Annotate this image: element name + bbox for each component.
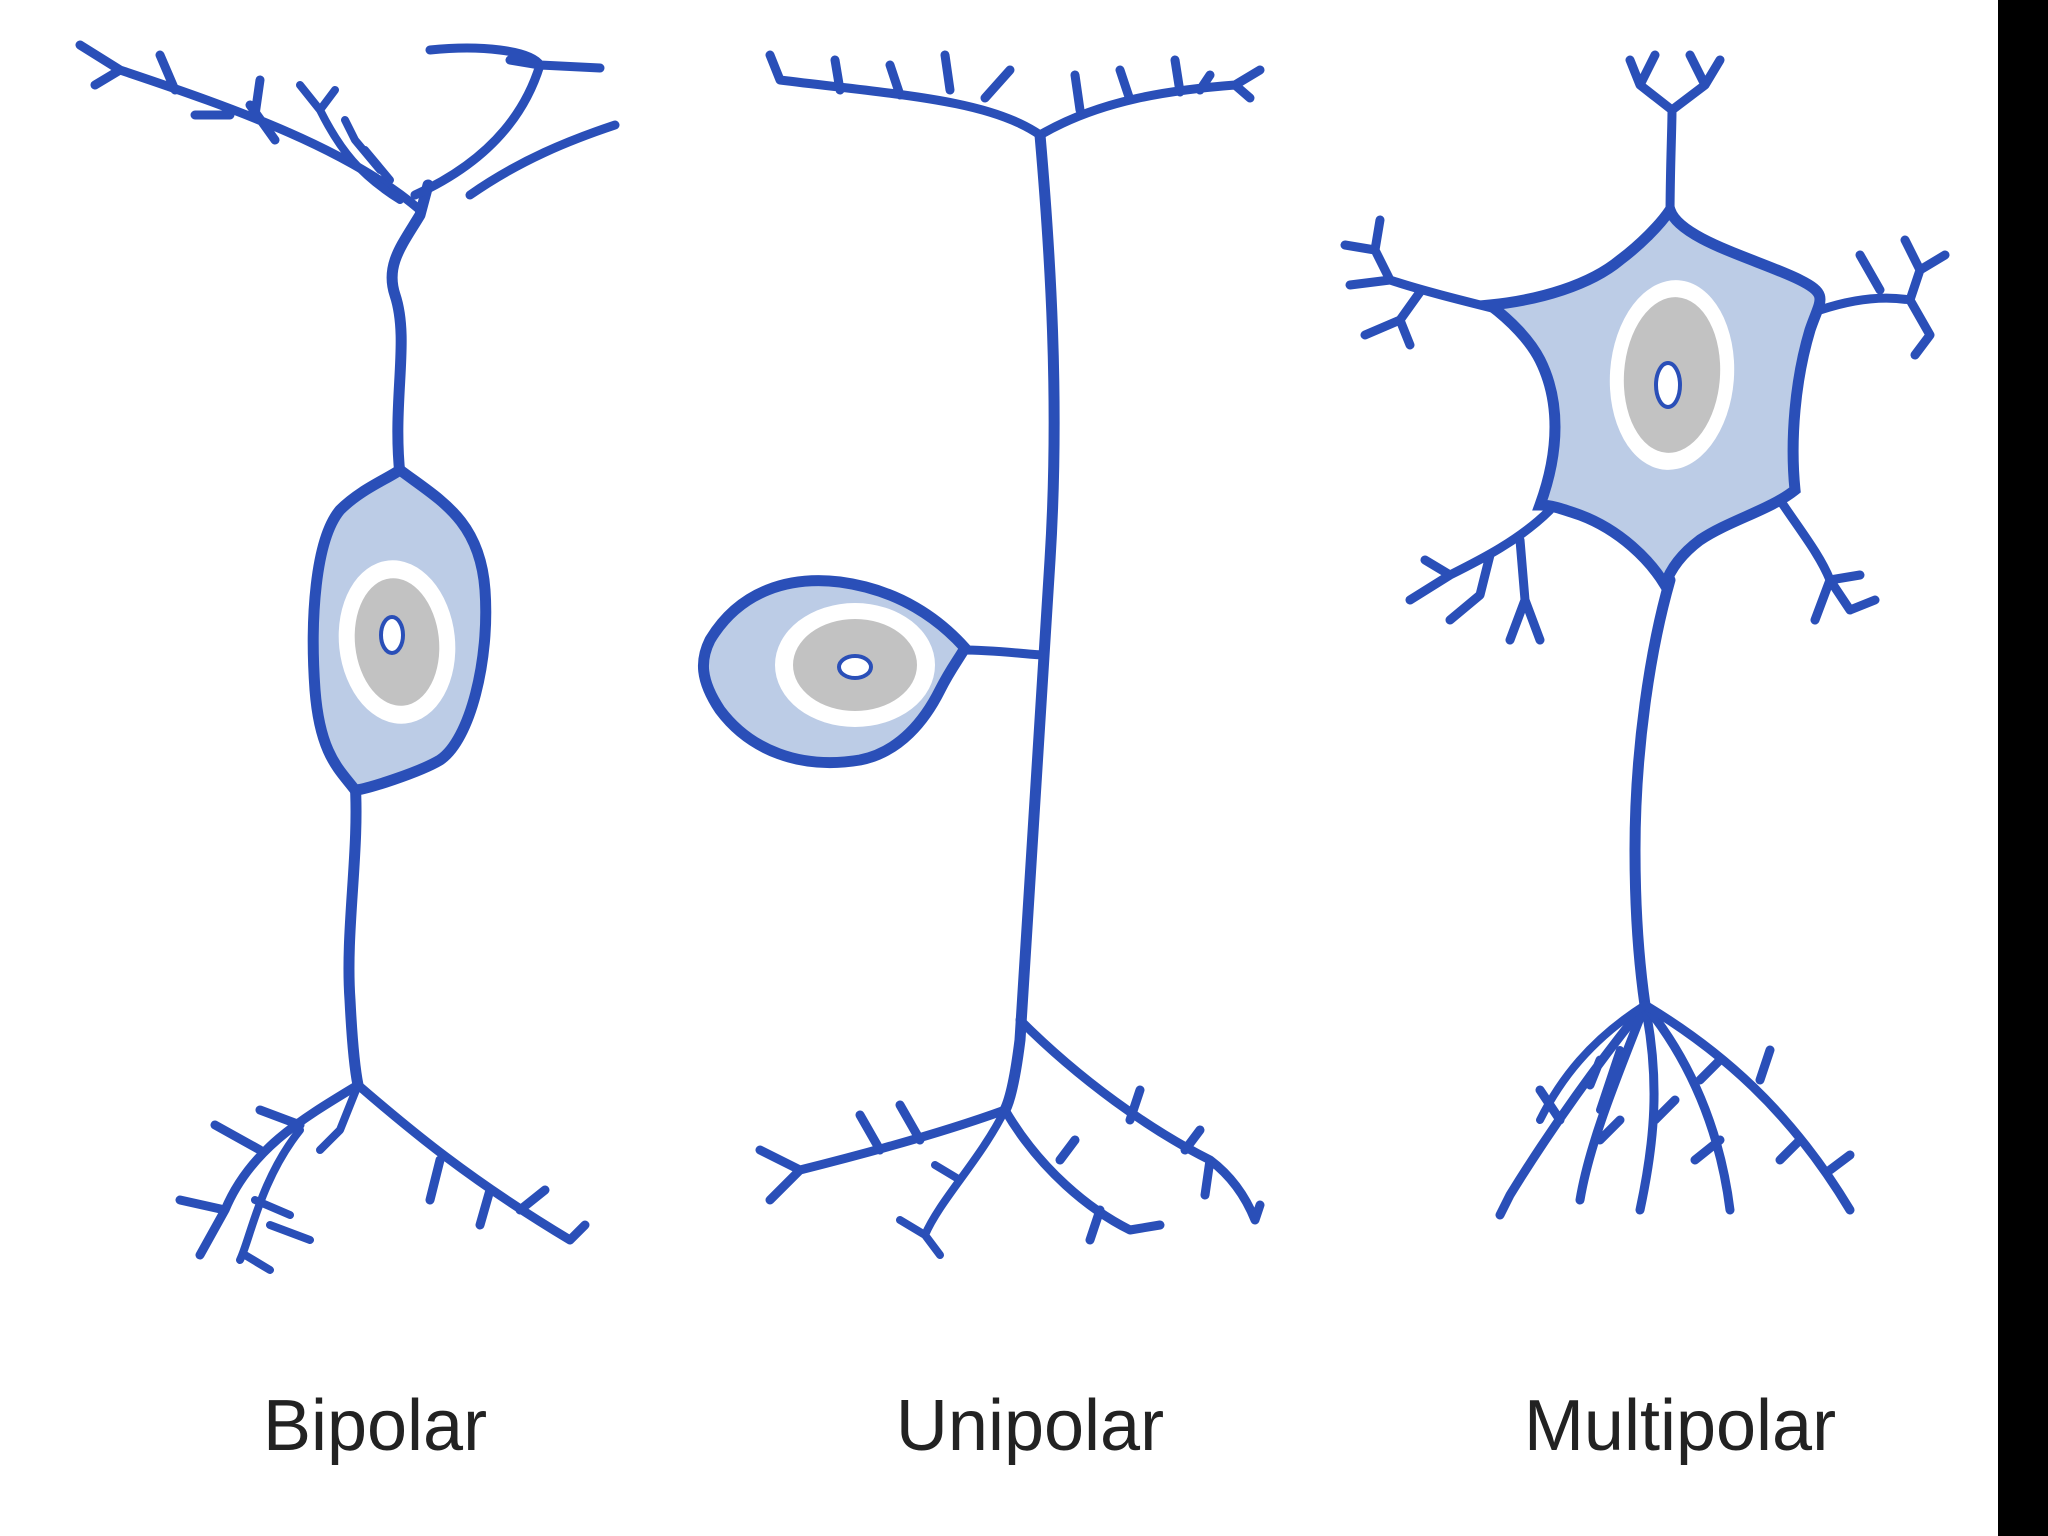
multipolar-dendrite-tree <box>1340 50 1950 1220</box>
multipolar-neuron <box>1340 50 1950 1220</box>
multipolar-nucleolus <box>1654 361 1682 409</box>
bipolar-neuron <box>75 40 620 1274</box>
label-bipolar: Bipolar <box>263 1386 487 1466</box>
label-multipolar: Multipolar <box>1524 1386 1836 1466</box>
bipolar-dendrite-tree <box>75 40 620 1274</box>
unipolar-process-tree <box>755 50 1265 1259</box>
unipolar-nucleolus <box>837 654 873 680</box>
bipolar-nucleolus <box>379 615 405 655</box>
unipolar-neuron <box>697 50 1265 1259</box>
label-unipolar: Unipolar <box>896 1386 1164 1466</box>
